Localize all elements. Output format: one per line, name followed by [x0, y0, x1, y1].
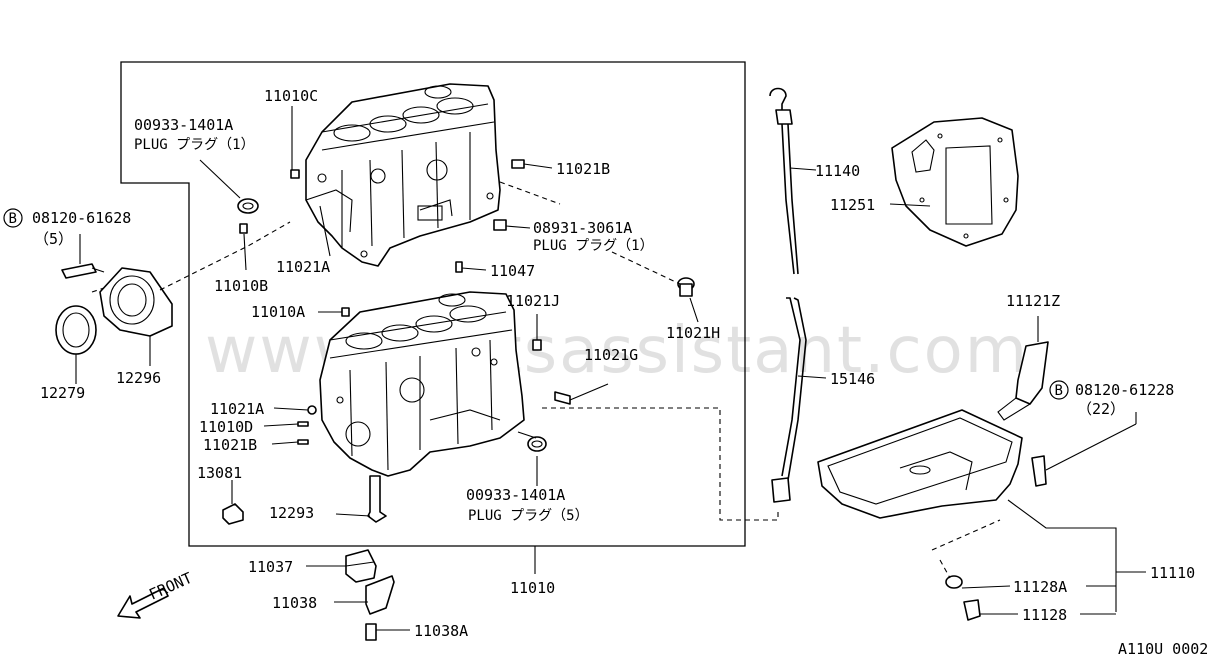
label-11251: 11251 [830, 196, 875, 214]
label-11038: 11038 [272, 594, 317, 612]
lower-small-parts [345, 549, 395, 641]
label-11128: 11128 [1022, 606, 1067, 624]
bolt-symbol-right: B [1049, 380, 1069, 400]
rear-seal-group [55, 263, 173, 355]
rear-plate [891, 117, 1019, 247]
label-11010B: 11010B [214, 277, 268, 295]
bolt-symbol-right-letter: B [1055, 383, 1063, 399]
label-11021H: 11021H [666, 324, 720, 342]
label-11110: 11110 [1150, 564, 1195, 582]
diagram-code: A110U 0002 [1118, 640, 1208, 658]
upper-cylinder-block [305, 83, 501, 267]
lower-cylinder-block [319, 291, 525, 477]
label-11010C: 11010C [264, 87, 318, 105]
small-parts-lower [222, 307, 571, 525]
label-00933-low-desc: PLUG プラグ（5） [468, 508, 589, 524]
label-11010A: 11010A [251, 303, 305, 321]
assembly-frame [120, 61, 746, 547]
oil-strainer [997, 341, 1049, 421]
leader-lines [75, 106, 1146, 631]
front-arrow-icon: FRONT [117, 569, 195, 619]
label-11021J: 11021J [506, 292, 560, 310]
label-11121Z: 11121Z [1006, 292, 1060, 310]
dipstick-tube [771, 297, 807, 503]
label-08120-right-qty: （22） [1077, 400, 1125, 418]
label-11038A: 11038A [414, 622, 468, 640]
label-08120-left-qty: （5） [34, 230, 73, 248]
label-12296: 12296 [116, 369, 161, 387]
small-parts-upper [237, 159, 695, 297]
label-11021B-top: 11021B [556, 160, 610, 178]
dashed-lines [91, 181, 1001, 579]
label-11047: 11047 [490, 262, 535, 280]
label-11021G: 11021G [584, 346, 638, 364]
front-label: FRONT [146, 569, 195, 604]
label-08931-desc: PLUG プラグ（1） [533, 238, 654, 254]
label-08931-code: 08931-3061A [533, 219, 632, 237]
label-13081: 13081 [197, 464, 242, 482]
label-11021B-low: 11021B [203, 436, 257, 454]
oil-pan [817, 409, 1047, 621]
label-12293: 12293 [269, 504, 314, 522]
label-11128A: 11128A [1013, 578, 1067, 596]
dipstick [769, 87, 799, 275]
bolt-symbol-left-letter: B [9, 211, 17, 227]
label-15146: 15146 [830, 370, 875, 388]
label-11140: 11140 [815, 162, 860, 180]
label-11021A-top: 11021A [276, 258, 330, 276]
label-08120-right-code: 08120-61228 [1075, 381, 1174, 399]
label-00933-low-code: 00933-1401A [466, 486, 565, 504]
label-00933-top-desc: PLUG プラグ（1） [134, 137, 255, 153]
label-12279: 12279 [40, 384, 85, 402]
label-11010: 11010 [510, 579, 555, 597]
bolt-symbol-left: B [3, 208, 23, 228]
label-11021A-low: 11021A [210, 400, 264, 418]
label-11010D: 11010D [199, 418, 253, 436]
label-00933-top-code: 00933-1401A [134, 116, 233, 134]
label-08120-left-code: 08120-61628 [32, 209, 131, 227]
label-11037: 11037 [248, 558, 293, 576]
